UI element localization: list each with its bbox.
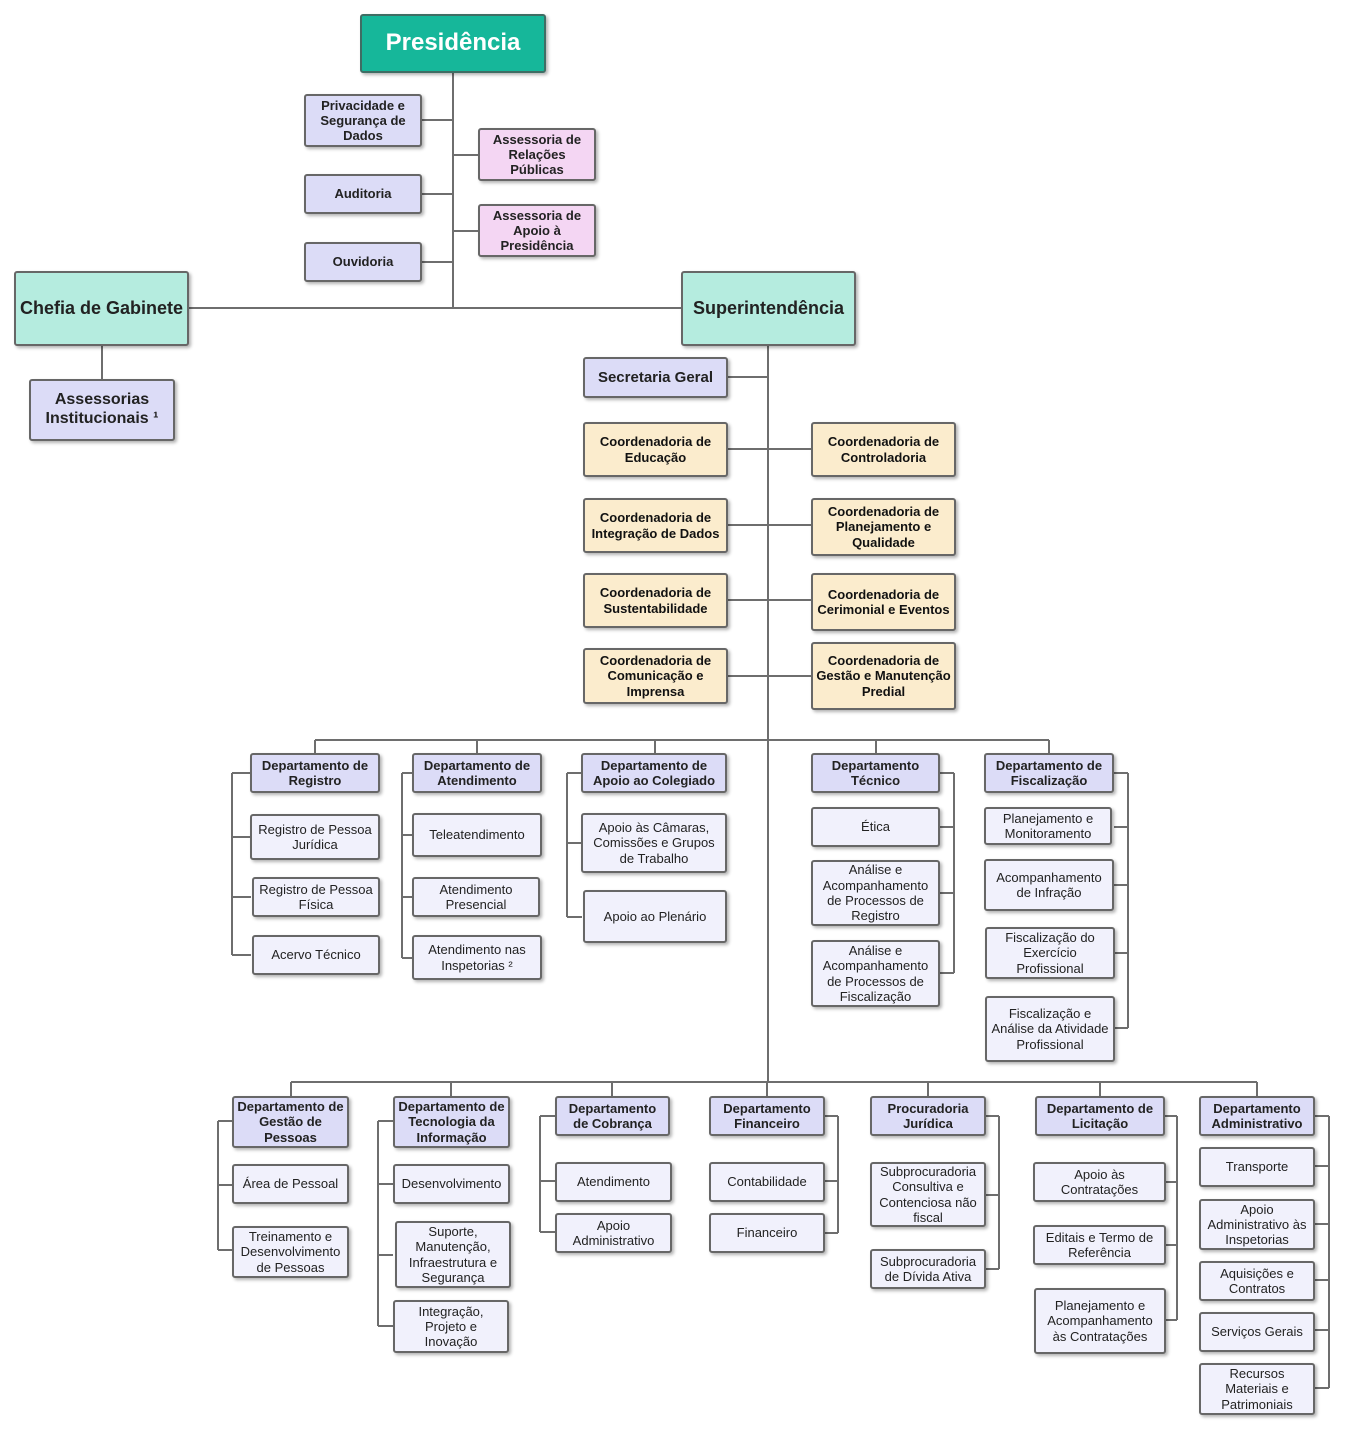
unit-analise-fiscalizacao: Análise e Acompanhamento de Processos de… <box>811 940 940 1007</box>
unit-fiscalizacao-exercicio: Fiscalização do Exercício Profissional <box>985 927 1115 979</box>
presidencia-box: Presidência <box>360 14 546 73</box>
unit-desenvolvimento: Desenvolvimento <box>393 1164 510 1204</box>
dept-gestao-pessoas-box: Departamento de Gestão de Pessoas <box>232 1096 349 1148</box>
dept-cobranca-box: Departamento de Cobrança <box>555 1096 670 1136</box>
coord-integracao-box: Coordenadoria de Integração de Dados <box>583 498 728 553</box>
unit-financeiro: Financeiro <box>709 1213 825 1253</box>
unit-aquisicoes: Aquisições e Contratos <box>1199 1261 1315 1301</box>
unit-editais: Editais e Termo de Referência <box>1033 1225 1166 1265</box>
unit-transporte: Transporte <box>1199 1147 1315 1187</box>
unit-planejamento-contratacoes: Planejamento e Acompanhamento às Contrat… <box>1034 1288 1166 1354</box>
unit-apoio-inspetorias: Apoio Administrativo às Inspetorias <box>1199 1199 1315 1250</box>
unit-treinamento: Treinamento e Desenvolvimento de Pessoas <box>232 1226 349 1278</box>
dept-apoio-colegiado-box: Departamento de Apoio ao Colegiado <box>581 753 727 793</box>
dept-atendimento-box: Departamento de Atendimento <box>412 753 542 793</box>
unit-teleatendimento: Teleatendimento <box>412 813 542 857</box>
unit-suporte: Suporte, Manutenção, Infraestrutura e Se… <box>395 1221 511 1288</box>
assessoria-relacoes-box: Assessoria de Relações Públicas <box>478 128 596 181</box>
coord-planejamento-box: Coordenadoria de Planejamento e Qualidad… <box>811 498 956 556</box>
secretaria-geral-box: Secretaria Geral <box>583 357 728 398</box>
unit-registro-pj: Registro de Pessoa Jurídica <box>250 814 380 860</box>
unit-cobranca-atendimento: Atendimento <box>555 1162 672 1202</box>
unit-apoio-contratacoes: Apoio às Contratações <box>1033 1162 1166 1202</box>
superintendencia-box: Superintendência <box>681 271 856 346</box>
unit-registro-pf: Registro de Pessoa Física <box>252 877 380 917</box>
coord-educacao-box: Coordenadoria de Educação <box>583 422 728 477</box>
coord-sustentabilidade-box: Coordenadoria de Sustentabilidade <box>583 573 728 628</box>
unit-integracao: Integração, Projeto e Inovação <box>393 1300 509 1353</box>
dept-fiscalizacao-box: Departamento de Fiscalização <box>984 753 1114 793</box>
unit-atendimento-inspetorias: Atendimento nas Inspetorias ² <box>412 935 542 980</box>
unit-apoio-plenario: Apoio ao Plenário <box>583 890 727 943</box>
unit-subprocuradoria-consultiva: Subprocuradoria Consultiva e Contenciosa… <box>870 1162 986 1227</box>
coord-controladoria-box: Coordenadoria de Controladoria <box>811 422 956 477</box>
unit-apoio-camaras: Apoio às Câmaras, Comissões e Grupos de … <box>581 813 727 873</box>
assessorias-institucionais-box: Assessorias Institucionais ¹ <box>29 379 175 441</box>
dept-financeiro-box: Departamento Financeiro <box>709 1096 825 1136</box>
unit-recursos-materiais: Recursos Materiais e Patrimoniais <box>1199 1363 1315 1415</box>
unit-area-pessoal: Área de Pessoal <box>232 1164 349 1204</box>
coord-cerimonial-box: Coordenadoria de Cerimonial e Eventos <box>811 573 956 631</box>
unit-servicos-gerais: Serviços Gerais <box>1199 1312 1315 1352</box>
unit-acompanhamento-infracao: Acompanhamento de Infração <box>984 859 1114 911</box>
unit-cobranca-apoio: Apoio Administrativo <box>555 1213 672 1253</box>
unit-contabilidade: Contabilidade <box>709 1162 825 1202</box>
staff-box-privacidade: Privacidade e Segurança de Dados <box>304 94 422 147</box>
unit-analise-registro: Análise e Acompanhamento de Processos de… <box>811 860 940 926</box>
unit-planejamento-monitoramento: Planejamento e Monitoramento <box>984 807 1112 845</box>
coord-comunicacao-box: Coordenadoria de Comunicação e Imprensa <box>583 648 728 704</box>
dept-tecnico-box: Departamento Técnico <box>811 753 940 793</box>
staff-box-auditoria: Auditoria <box>304 174 422 214</box>
unit-etica: Ética <box>811 807 940 847</box>
dept-administrativo-box: Departamento Administrativo <box>1199 1096 1315 1136</box>
staff-box-ouvidoria: Ouvidoria <box>304 242 422 282</box>
chefia-gabinete-box: Chefia de Gabinete <box>14 271 189 346</box>
dept-licitacao-box: Departamento de Licitação <box>1035 1096 1165 1136</box>
unit-atendimento-presencial: Atendimento Presencial <box>412 877 540 917</box>
dept-ti-box: Departamento de Tecnologia da Informação <box>393 1096 510 1148</box>
unit-fiscalizacao-analise: Fiscalização e Análise da Atividade Prof… <box>985 996 1115 1062</box>
unit-subprocuradoria-divida: Subprocuradoria de Dívida Ativa <box>870 1249 986 1289</box>
dept-procuradoria-box: Procuradoria Jurídica <box>870 1096 986 1136</box>
dept-registro-box: Departamento de Registro <box>250 753 380 793</box>
unit-acervo-tecnico: Acervo Técnico <box>252 935 380 975</box>
coord-gestao-predial-box: Coordenadoria de Gestão e Manutenção Pre… <box>811 642 956 710</box>
assessoria-apoio-box: Assessoria de Apoio à Presidência <box>478 204 596 257</box>
